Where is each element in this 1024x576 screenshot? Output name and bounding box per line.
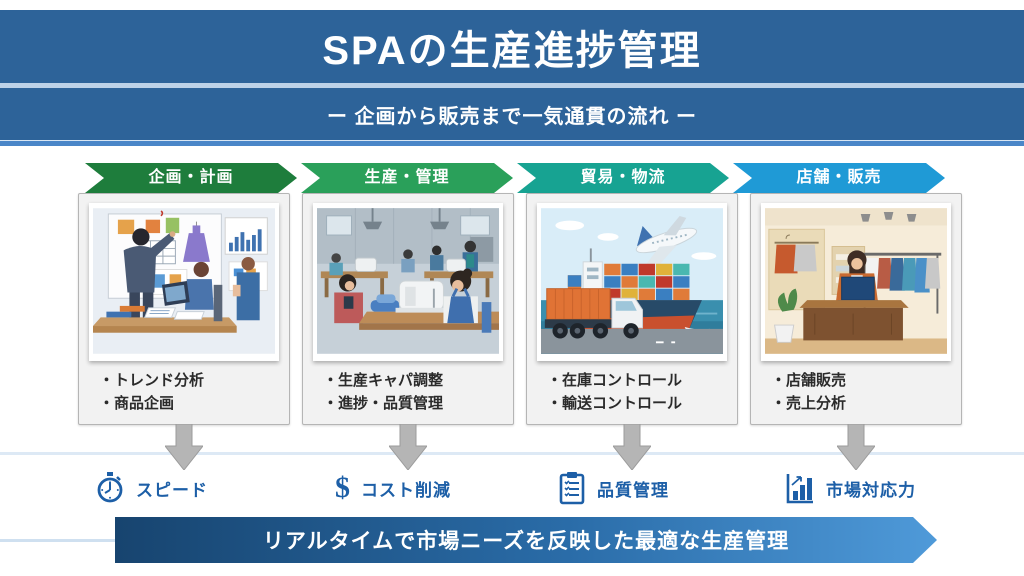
- planning-bullets: ・トレンド分析 ・商品企画: [99, 370, 289, 415]
- logistics-illustration: [537, 203, 727, 361]
- stage-card-planning: ・トレンド分析 ・商品企画: [78, 193, 290, 425]
- stage-card-production: ・生産キャパ調整 ・進捗・品質管理: [302, 193, 514, 425]
- benefit-label: スピード: [136, 480, 208, 500]
- down-arrow-icon: [611, 423, 653, 471]
- bullet-item: ・在庫コントロール: [547, 372, 683, 389]
- stage-chevron-sales: 店舗・販売: [733, 163, 945, 193]
- stage-chevron-logistics: 貿易・物流: [517, 163, 729, 193]
- down-arrow-icon: [163, 423, 205, 471]
- page-subtitle: ー 企画から販売まで一気通貫の流れ ー: [326, 105, 698, 128]
- page-title: SPAの生産進捗管理: [322, 28, 702, 73]
- stage-cards-row: ・トレンド分析 ・商品企画: [78, 193, 962, 425]
- stage-card-logistics: ・在庫コントロール ・輸送コントロール: [526, 193, 738, 425]
- subtitle-band: ー 企画から販売まで一気通貫の流れ ー: [0, 88, 1024, 140]
- benefit-market: 市場対応力: [785, 470, 916, 506]
- bottom-banner-arrow: リアルタイムで市場ニーズを反映した最適な生産管理: [115, 517, 937, 563]
- benefit-quality: 品質管理: [558, 470, 669, 506]
- stage-chevron-planning: 企画・計画: [85, 163, 297, 193]
- banner-left-line: [0, 539, 116, 542]
- bullet-item: ・輸送コントロール: [547, 394, 683, 412]
- bullet-item: ・トレンド分析: [99, 372, 205, 389]
- stopwatch-icon: [95, 471, 125, 505]
- benefit-cost: $ コスト削減: [335, 470, 451, 506]
- bullet-item: ・商品企画: [99, 394, 175, 412]
- planning-illustration: [89, 203, 279, 361]
- stage-chevron-row: 企画・計画 生産・管理 貿易・物流 店舗・販売: [85, 163, 945, 193]
- production-illustration: [313, 203, 503, 361]
- retail-bullets: ・店舗販売 ・売上分析: [771, 370, 961, 415]
- bullet-item: ・生産キャパ調整: [323, 372, 444, 389]
- divider-line: [0, 452, 1024, 455]
- benefit-label: コスト削減: [361, 480, 451, 500]
- banner-text: リアルタイムで市場ニーズを反映した最適な生産管理: [262, 530, 790, 553]
- stage-card-retail: ・店舗販売 ・売上分析: [750, 193, 962, 425]
- bar-chart-icon: [785, 471, 815, 505]
- header-divider: [0, 83, 1024, 88]
- bullet-item: ・店舗販売: [771, 372, 847, 389]
- benefit-label: 市場対応力: [826, 480, 916, 500]
- benefit-speed: スピード: [95, 470, 208, 506]
- logistics-bullets: ・在庫コントロール ・輸送コントロール: [547, 370, 737, 415]
- header-band: SPAの生産進捗管理: [0, 10, 1024, 83]
- retail-illustration: [761, 203, 951, 361]
- clipboard-icon: [558, 471, 586, 505]
- bullet-item: ・売上分析: [771, 394, 847, 412]
- production-bullets: ・生産キャパ調整 ・進捗・品質管理: [323, 370, 513, 415]
- stage-chevron-production: 生産・管理: [301, 163, 513, 193]
- down-arrow-icon: [387, 423, 429, 471]
- benefit-label: 品質管理: [597, 480, 669, 500]
- dollar-icon: $: [335, 471, 350, 504]
- bullet-item: ・進捗・品質管理: [323, 394, 444, 412]
- down-arrow-icon: [835, 423, 877, 471]
- subtitle-accent-strip: [0, 140, 1024, 146]
